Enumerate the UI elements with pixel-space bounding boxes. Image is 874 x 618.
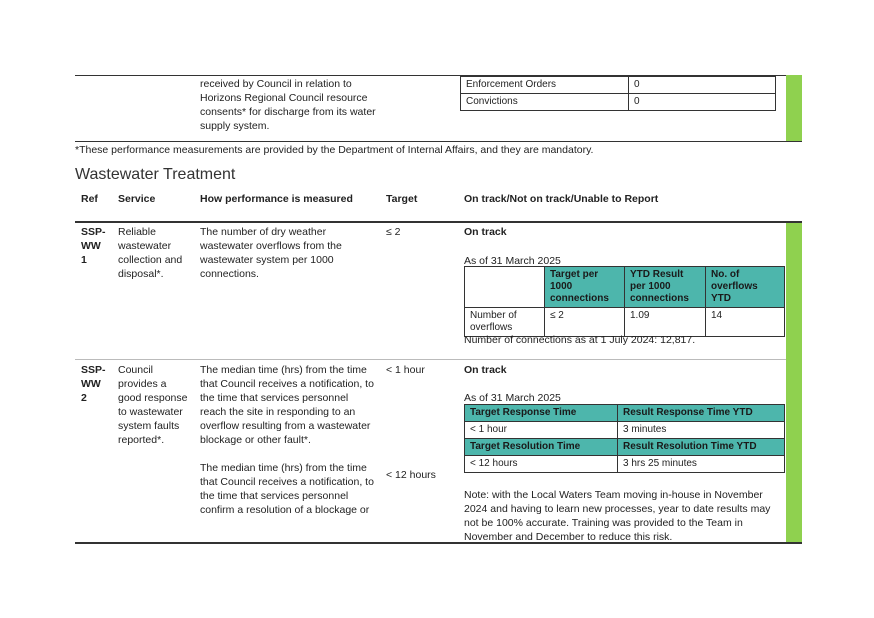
row2-ref: SSP-WW 2 xyxy=(81,364,106,404)
row2-status: On track xyxy=(464,364,507,376)
result-resolution-value: 3 hrs 25 minutes xyxy=(617,455,785,473)
header-target: Target xyxy=(386,193,418,205)
col-result-response: Result Response Time YTD xyxy=(617,404,785,422)
col-target-response: Target Response Time xyxy=(464,404,618,422)
row1-target: ≤ 2 xyxy=(386,226,401,238)
table-row: < 12 hours 3 hrs 25 minutes xyxy=(464,455,785,473)
measure-text-top: received by Council in relation to Horiz… xyxy=(200,78,376,132)
table-header-row: Target per 1000 connections YTD Result p… xyxy=(464,266,785,308)
row-value: 0 xyxy=(628,93,776,111)
row-label: Convictions xyxy=(460,93,629,111)
row-value: 0 xyxy=(628,76,776,94)
connections-note: Number of connections as at 1 July 2024:… xyxy=(464,334,696,346)
row2-target-response: < 1 hour xyxy=(386,364,425,376)
top-bottom-rule xyxy=(75,141,802,142)
header-status: On track/Not on track/Unable to Report xyxy=(464,193,659,205)
target-value: ≤ 2 xyxy=(544,307,625,337)
table-row: Number of overflows ≤ 2 1.09 14 xyxy=(464,307,785,337)
row2-service: Council provides a good response to wast… xyxy=(118,364,188,446)
row2-as-of: As of 31 March 2025 xyxy=(464,392,561,404)
bottom-rule xyxy=(75,542,802,544)
top-rule xyxy=(75,75,802,76)
status-bar xyxy=(786,223,802,543)
table-header-row: Target Resolution Time Result Resolution… xyxy=(464,438,785,456)
section-title: Wastewater Treatment xyxy=(75,166,236,183)
header-rule xyxy=(75,221,802,223)
enforcement-table: Enforcement Orders 0 Convictions 0 xyxy=(460,76,776,111)
col-count: No. of overflows YTD xyxy=(705,266,785,308)
header-how: How performance is measured xyxy=(200,193,353,205)
row1-how: The number of dry weather wastewater ove… xyxy=(200,226,342,280)
row1-as-of: As of 31 March 2025 xyxy=(464,255,561,267)
response-table: Target Response Time Result Response Tim… xyxy=(464,404,785,473)
footnote: *These performance measurements are prov… xyxy=(75,144,594,156)
row1-ref: SSP-WW 1 xyxy=(81,226,106,266)
col-target: Target per 1000 connections xyxy=(544,266,625,308)
table-header-row: Target Response Time Result Response Tim… xyxy=(464,404,785,422)
table-row: Convictions 0 xyxy=(460,93,776,111)
col-result: YTD Result per 1000 connections xyxy=(624,266,706,308)
table-row: Enforcement Orders 0 xyxy=(460,76,776,94)
header-ref: Ref xyxy=(81,193,98,205)
result-response-value: 3 minutes xyxy=(617,421,785,439)
header-service: Service xyxy=(118,193,156,205)
row-divider xyxy=(75,359,786,360)
count-value: 14 xyxy=(705,307,785,337)
row2-how-resolution: The median time (hrs) from the time that… xyxy=(200,462,374,516)
row2-target-resolution: < 12 hours xyxy=(386,469,436,481)
row1-service: Reliable wastewater collection and dispo… xyxy=(118,226,183,280)
row-label: Enforcement Orders xyxy=(460,76,629,94)
row1-status: On track xyxy=(464,226,507,238)
result-value: 1.09 xyxy=(624,307,706,337)
table-row: < 1 hour 3 minutes xyxy=(464,421,785,439)
status-bar-top xyxy=(786,75,802,141)
blank-cell xyxy=(464,266,545,308)
col-result-resolution: Result Resolution Time YTD xyxy=(617,438,785,456)
row2-how-response: The median time (hrs) from the time that… xyxy=(200,364,374,446)
col-target-resolution: Target Resolution Time xyxy=(464,438,618,456)
row-label: Number of overflows xyxy=(464,307,545,337)
overflow-table: Target per 1000 connections YTD Result p… xyxy=(464,266,785,337)
target-response-value: < 1 hour xyxy=(464,421,618,439)
target-resolution-value: < 12 hours xyxy=(464,455,618,473)
row2-note: Note: with the Local Waters Team moving … xyxy=(464,489,771,543)
